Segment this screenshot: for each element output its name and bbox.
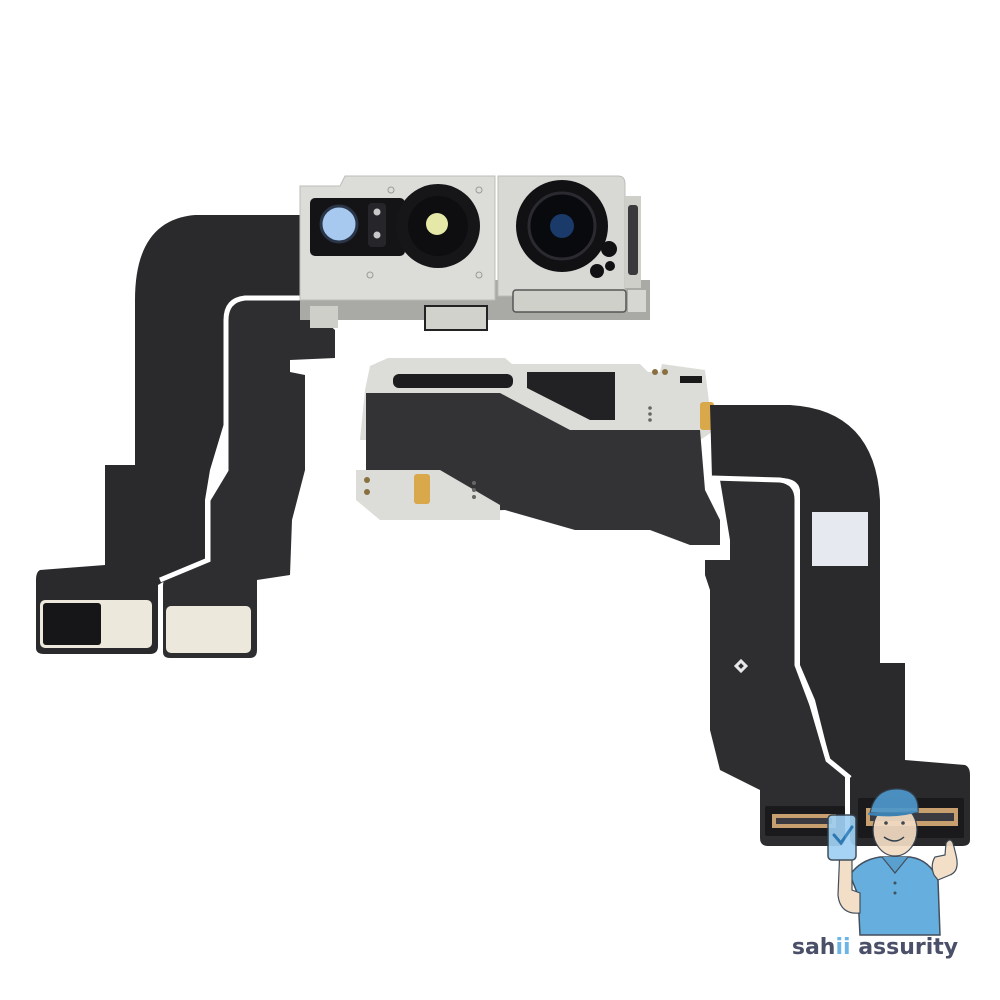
ir-camera-lens xyxy=(319,204,359,244)
sahii-assurity-watermark xyxy=(827,788,958,936)
board-connector-left xyxy=(765,806,845,836)
brand-accent: ii xyxy=(835,935,851,960)
checkmark-icon xyxy=(832,825,854,846)
sticker-pad xyxy=(812,512,868,566)
right-flex-assembly xyxy=(356,358,970,846)
thumbs-up-icon xyxy=(931,839,958,881)
brand-suffix: assurity xyxy=(850,935,959,960)
brand-prefix: sah xyxy=(791,935,836,960)
right-outer-flex xyxy=(710,405,970,846)
phone-icon xyxy=(827,814,857,861)
brand-logo-text: sahii assurity xyxy=(790,935,960,960)
right-pad-white xyxy=(166,606,251,653)
left-pad-black xyxy=(43,603,101,645)
cap-icon xyxy=(869,788,919,814)
right-inner-flex xyxy=(705,480,845,846)
left-flex-cables xyxy=(36,215,335,658)
camera-module xyxy=(299,175,650,331)
mascot-illustration xyxy=(827,788,958,936)
left-inner-flex xyxy=(163,300,335,658)
left-outer-flex xyxy=(36,215,300,654)
